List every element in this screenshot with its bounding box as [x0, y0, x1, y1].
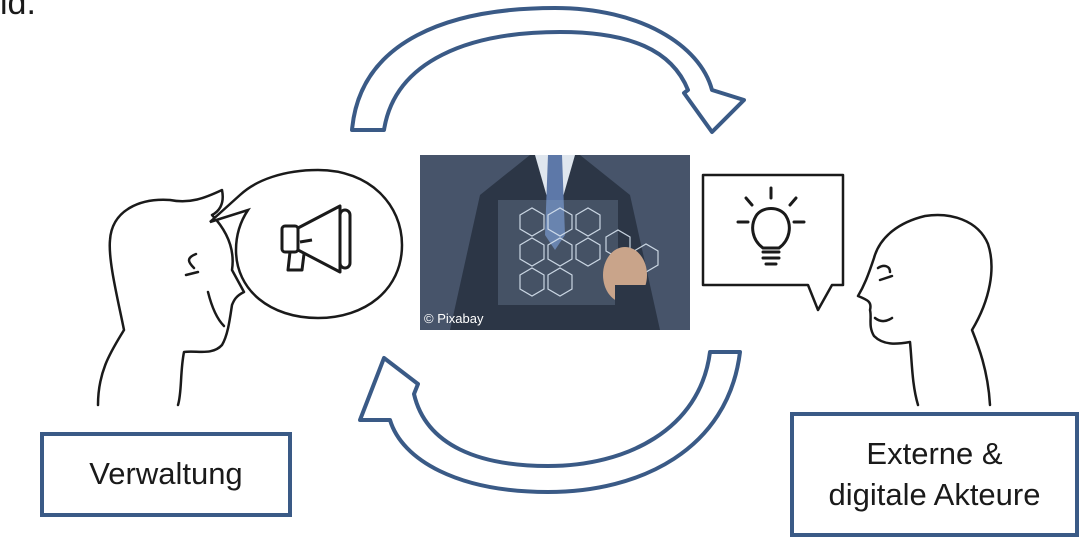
right-person-figure [856, 213, 993, 407]
verwaltung-label-box: Verwaltung [40, 432, 292, 517]
bottom-curved-arrow [358, 350, 742, 494]
left-person-figure [96, 188, 246, 407]
externe-akteure-label-box: Externe & digitale Akteure [790, 412, 1079, 537]
photo-credit: © Pixabay [424, 311, 484, 326]
photo-illustration [420, 155, 690, 330]
megaphone-icon [280, 204, 352, 274]
top-curved-arrow [350, 6, 746, 134]
smart-home-photo: © Pixabay [420, 155, 690, 330]
right-speech-box [701, 173, 845, 312]
left-speech-bubble [209, 168, 404, 320]
externe-akteure-label: Externe & digitale Akteure [828, 436, 1041, 512]
lightbulb-icon [736, 186, 806, 266]
clipped-heading-text: ld. [0, 0, 36, 22]
verwaltung-label: Verwaltung [89, 456, 243, 492]
